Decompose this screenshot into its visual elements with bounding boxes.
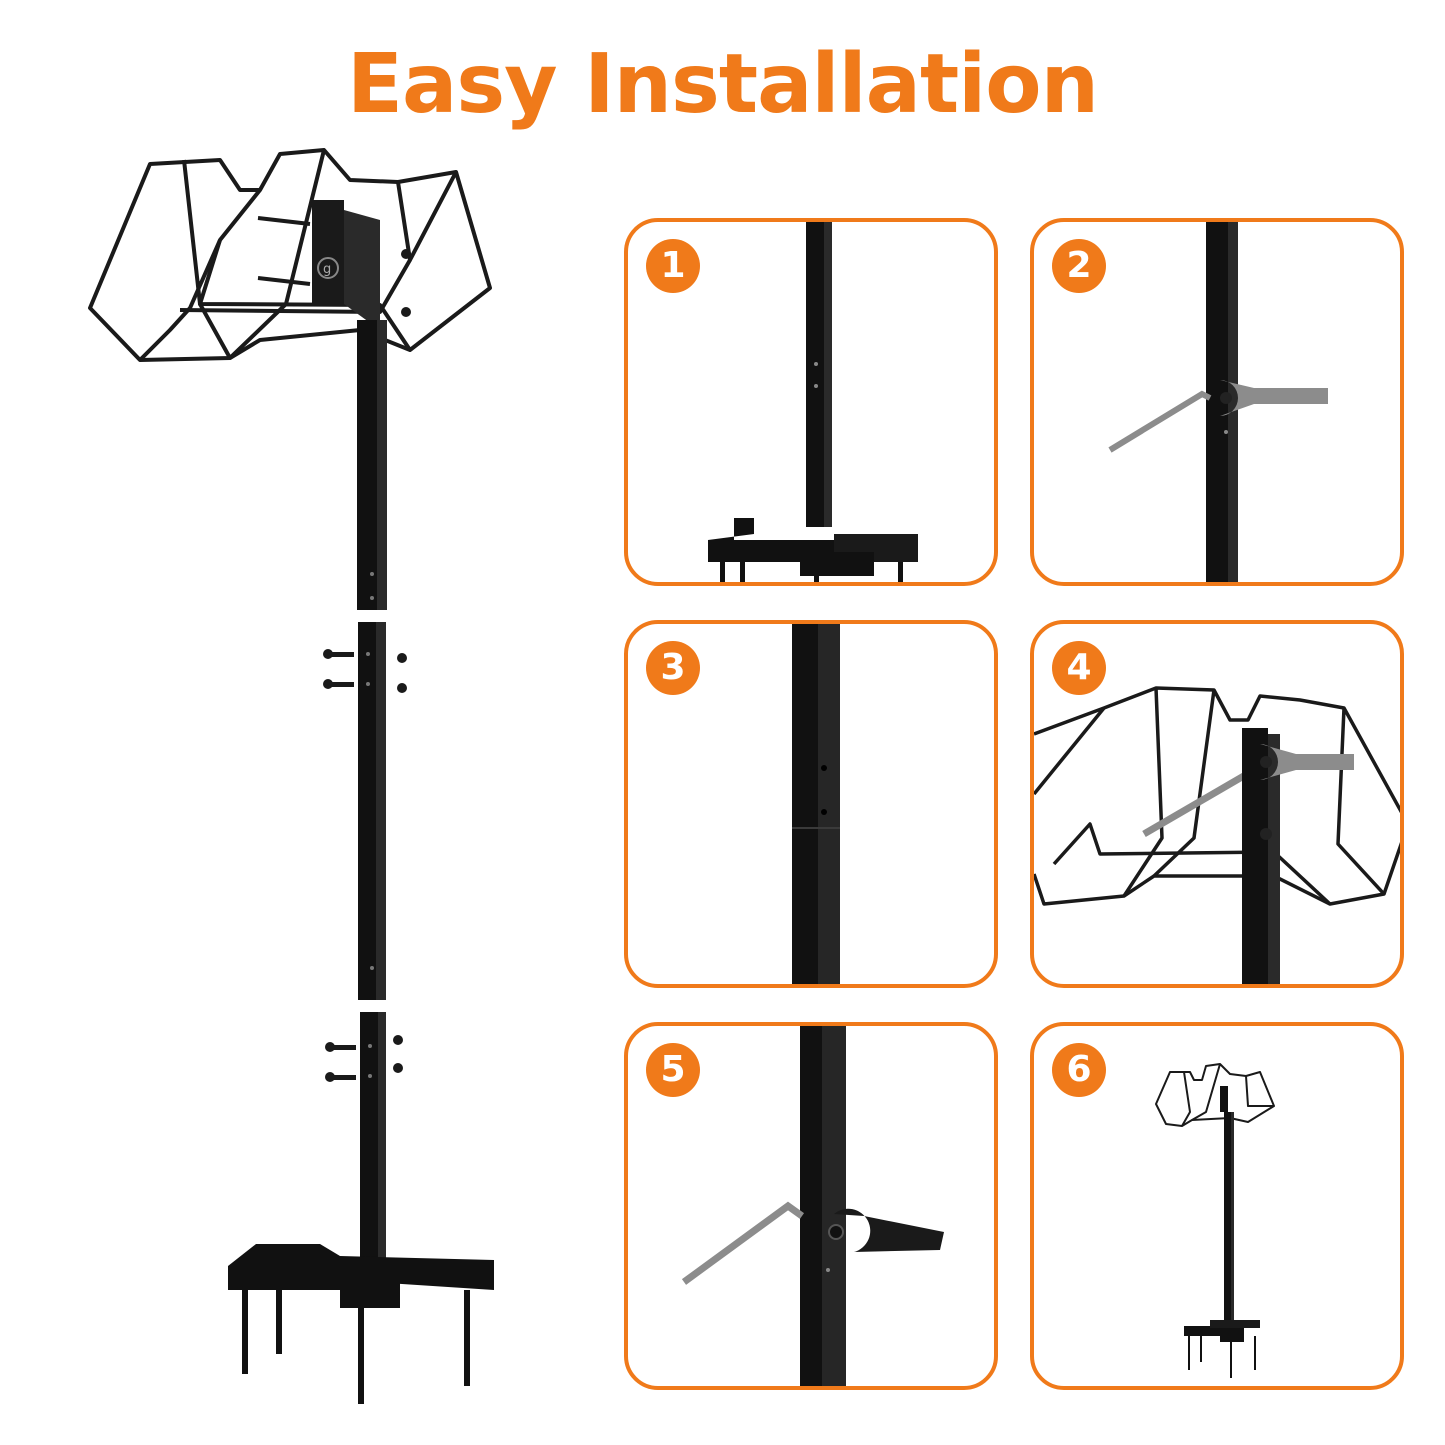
pole-segment-middle [358,622,386,1000]
step-6-panel: 6 [1030,1022,1404,1390]
pole-segment-bottom [360,1012,386,1282]
step-6-illustration [1155,1063,1275,1378]
pole-segment-top [357,320,387,610]
step-2-badge: 2 [1052,239,1106,293]
step-5-badge: 5 [646,1043,700,1097]
ground-base [228,1244,494,1404]
page-title: Easy Installation [347,37,1099,132]
step-5-panel: 5 [624,1022,998,1390]
step-1-illustration [708,222,918,582]
step-5-illustration [681,1026,944,1386]
brand-logo: g [323,262,331,277]
step-4-badge: 4 [1052,641,1106,695]
mounting-plate: g [257,200,411,330]
step-1-panel: 1 [624,218,998,586]
step-2-panel: 2 [1030,218,1404,586]
step-4-illustration [1034,686,1400,984]
step-6-badge: 6 [1052,1043,1106,1097]
step-3-badge: 3 [646,641,700,695]
step-3-panel: 3 [624,620,998,988]
bolt-set-lower [325,1035,403,1082]
step-4-panel: 4 [1030,620,1404,988]
step-1-badge: 1 [646,239,700,293]
hose-basket-wire [88,148,492,362]
hose-holder-exploded-view: g [88,148,494,1404]
step-2-illustration [1108,222,1328,582]
step-3-illustration [792,624,840,984]
bolt-set-upper [323,649,407,693]
